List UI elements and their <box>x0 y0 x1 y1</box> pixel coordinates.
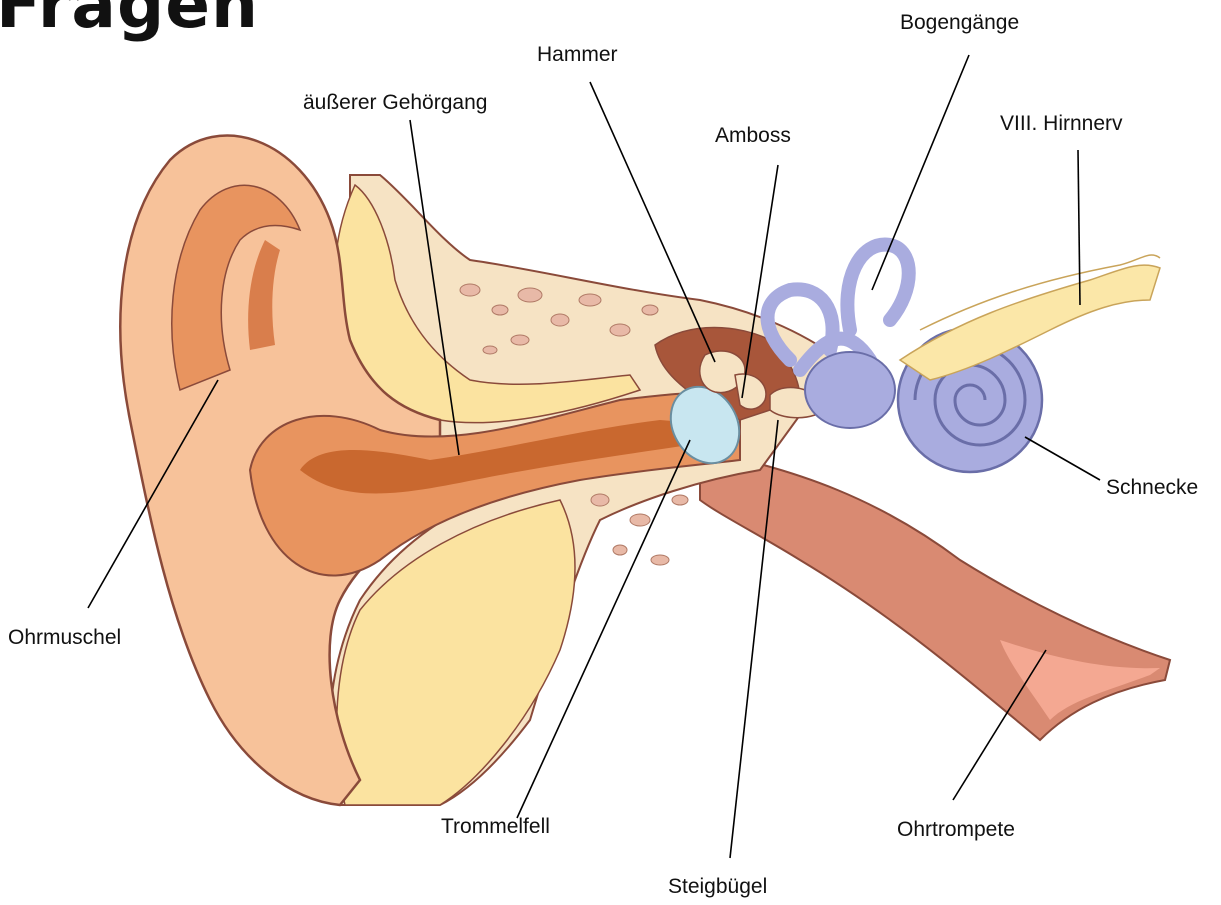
label-amboss: Amboss <box>715 125 791 146</box>
label-ohrmuschel: Ohrmuschel <box>8 627 121 648</box>
semicircular-canals <box>768 245 909 370</box>
label-aeusserer-gehoergang: äußerer Gehörgang <box>303 92 487 113</box>
label-bogengaenge: Bogengänge <box>900 12 1019 33</box>
label-hammer: Hammer <box>537 44 618 65</box>
label-trommelfell: Trommelfell <box>441 816 550 837</box>
vestibule <box>805 352 895 428</box>
label-steigbuegel: Steigbügel <box>668 876 767 897</box>
label-hirnnerv: VIII. Hirnnerv <box>1000 113 1123 134</box>
label-ohrtrompete: Ohrtrompete <box>897 819 1015 840</box>
label-schnecke: Schnecke <box>1106 477 1198 498</box>
